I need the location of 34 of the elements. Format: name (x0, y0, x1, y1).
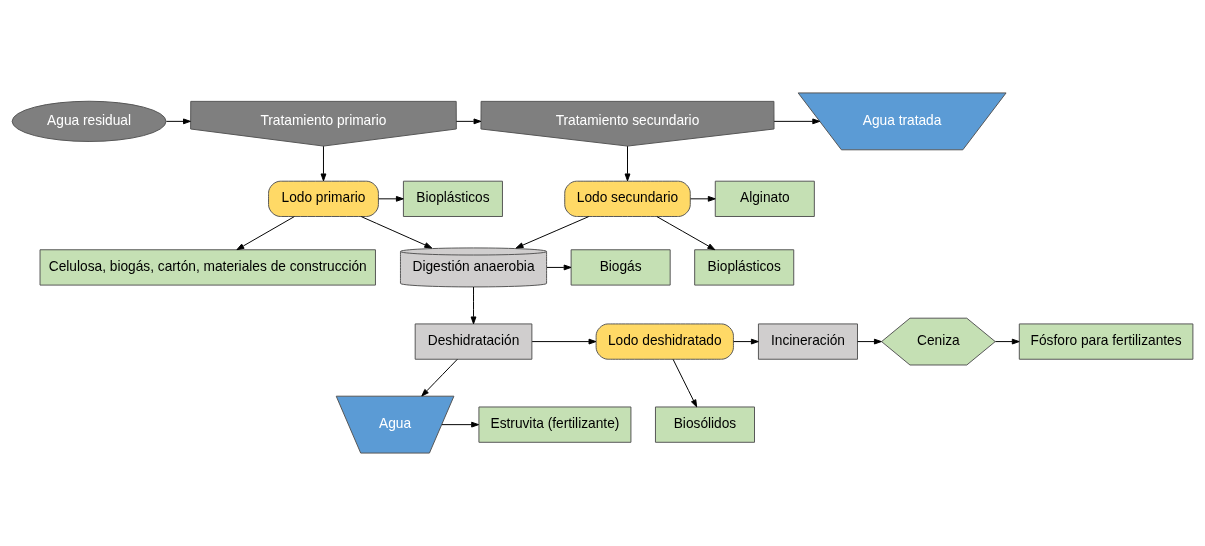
node-box: Alginato (714, 180, 815, 217)
arrow (624, 145, 631, 182)
arrow (656, 216, 716, 251)
arrow (456, 118, 482, 125)
arrow (441, 421, 480, 428)
node-box: Bioplásticos (402, 180, 503, 217)
node-box: Celulosa, biogás, cartón, materiales de construcción (39, 249, 376, 286)
arrow (470, 286, 477, 325)
arrow (236, 216, 295, 251)
node-box: Bioplásticos (694, 249, 795, 286)
arrow (690, 195, 716, 202)
arrow (733, 338, 759, 345)
arrow (857, 338, 882, 345)
arrow (421, 358, 458, 397)
arrow (515, 216, 590, 249)
arrow (531, 338, 597, 345)
node-box: Lodo secundario (564, 180, 691, 217)
node-box: Deshidratación (414, 323, 533, 360)
arrow (378, 195, 404, 202)
arrow (773, 118, 821, 125)
arrow (360, 216, 433, 249)
arrow (672, 358, 698, 408)
arrow (546, 264, 572, 271)
node-box: Biogás (570, 249, 671, 286)
node-box: Fósforo para fertilizantes (1018, 323, 1194, 360)
arrow (320, 145, 327, 182)
node-box: Lodo deshidratado (595, 323, 734, 360)
arrow (165, 118, 191, 125)
node-box: Lodo primario (268, 180, 379, 217)
arrow (994, 338, 1020, 345)
node-box: Incineración (757, 323, 858, 360)
node-ellipse: Agua residual (11, 100, 167, 142)
node-box: Biosólidos (654, 406, 755, 443)
node-box: Estruvita (fertilizante) (478, 406, 632, 443)
